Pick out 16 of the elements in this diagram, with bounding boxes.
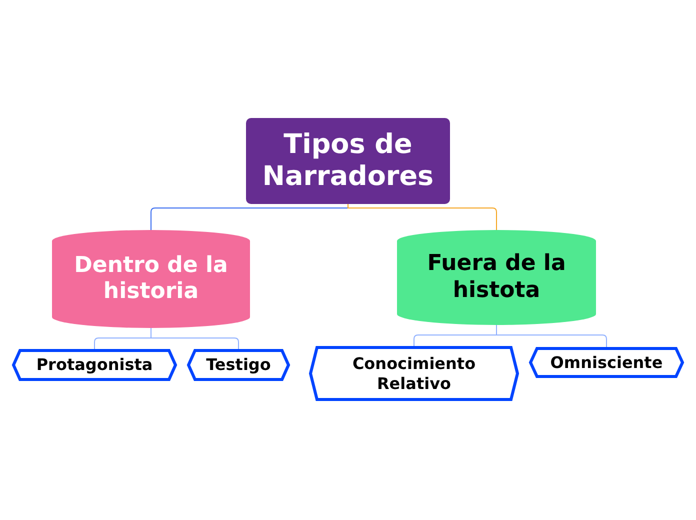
hexagon-node — [309, 346, 519, 401]
cylinder-node — [52, 230, 250, 328]
connector-line — [496, 324, 607, 348]
node-label: Tipos de Narradores — [261, 128, 435, 194]
node-label: Fuera de la histota — [426, 251, 567, 304]
node-label: Protagonista — [35, 355, 154, 375]
cylinder-node — [397, 230, 596, 325]
node-label: Dentro de la historia — [73, 252, 229, 306]
node-label: Testigo — [205, 355, 272, 375]
node-label: Conocimiento Relativo — [351, 354, 477, 393]
hexagon-node — [529, 347, 684, 378]
topic-box — [246, 118, 450, 204]
node-label: Omnisciente — [549, 352, 664, 372]
connector-line — [348, 204, 497, 230]
hexagon-node — [187, 349, 290, 381]
hexagon-node — [12, 349, 177, 381]
